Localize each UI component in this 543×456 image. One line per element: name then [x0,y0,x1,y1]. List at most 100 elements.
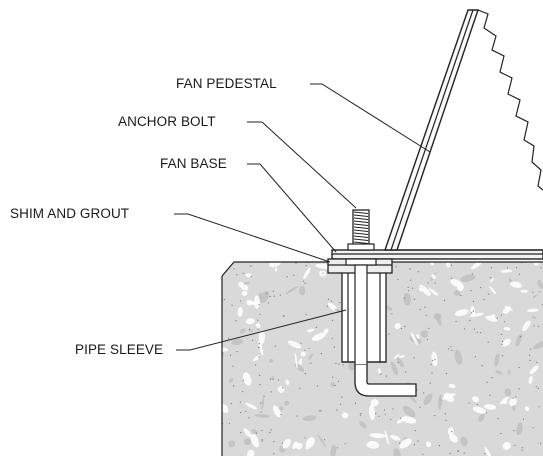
concrete-speck [340,403,342,405]
concrete-speck [428,327,430,329]
concrete-speck [242,379,244,381]
concrete-speck [530,348,532,350]
aggregate-stone [306,328,315,333]
aggregate-stone [243,428,252,437]
concrete-speck [486,381,488,383]
aggregate-stone [300,351,306,357]
concrete-speck [269,431,271,433]
concrete-speck [497,417,499,420]
concrete-speck [411,287,413,289]
concrete-speck [304,349,306,351]
concrete-speck [354,402,357,404]
concrete-speck [419,308,421,310]
aggregate-stone [251,428,258,435]
concrete-speck [470,290,472,292]
aggregate-stone [390,434,401,441]
concrete-speck [269,296,271,298]
concrete-speck [242,272,244,274]
concrete-speck [240,432,242,434]
concrete-speck [518,366,520,369]
concrete-speck [513,430,515,432]
concrete-speck [322,272,324,274]
concrete-speck [339,302,341,304]
concrete-speck [537,325,539,328]
aggregate-stone [460,436,468,447]
aggregate-stone [469,312,485,317]
concrete-speck [335,362,337,364]
concrete-speck [272,290,274,292]
concrete-speck [423,392,425,394]
concrete-speck [230,354,232,357]
concrete-speck [529,359,531,362]
aggregate-stone [533,340,543,350]
aggregate-stone [284,286,299,295]
leader-shim-grout [174,213,331,263]
concrete-speck [286,276,288,278]
concrete-speck [450,264,453,266]
concrete-speck [257,328,259,330]
aggregate-stone [441,393,456,400]
concrete-speck [518,273,521,275]
concrete-speck [481,365,483,367]
aggregate-stone [453,290,461,297]
concrete-speck [430,363,432,365]
concrete-speck [476,331,478,333]
aggregate-stone [431,273,436,279]
concrete-speck [405,371,407,373]
concrete-speck [304,373,306,375]
label-pipe-sleeve: PIPE SLEEVE [75,342,164,357]
aggregate-stone [485,315,498,322]
concrete-speck [300,342,302,344]
concrete-speck [538,406,540,408]
aggregate-stone [403,292,412,306]
aggregate-stone [410,332,418,345]
concrete-speck [500,314,503,316]
concrete-speck [232,365,234,367]
concrete-speck [239,401,241,403]
aggregate-stone [272,405,281,418]
concrete-speck [305,265,307,267]
concrete-speck [451,349,453,352]
concrete-speck [400,327,402,330]
concrete-speck [404,325,406,327]
thread-line [353,214,369,217]
concrete-speck [537,387,539,389]
aggregate-stone [274,266,278,272]
aggregate-stone [228,377,234,383]
concrete-speck [528,354,531,356]
concrete-speck [504,321,506,323]
aggregate-stone [522,320,531,332]
concrete-aggregate [222,262,543,456]
concrete-speck [260,411,262,413]
concrete-speck [293,274,295,276]
thread-line [353,226,369,229]
concrete-speck [233,268,235,270]
aggregate-stone [471,262,483,270]
aggregate-stone [393,448,401,456]
concrete-speck [326,305,328,307]
concrete-speck [281,442,283,444]
aggregate-stone [341,412,349,419]
concrete-speck [417,440,419,442]
anchor-bolt [345,209,417,397]
aggregate-stone [472,406,486,414]
concrete-speck [427,282,429,284]
concrete-speck [259,374,261,376]
aggregate-stone [419,287,423,292]
concrete-speck [269,378,272,380]
aggregate-stone [478,413,485,422]
concrete-speck [500,432,502,435]
concrete-speck [278,379,280,381]
aggregate-stone [502,338,511,347]
concrete-speck [457,450,459,452]
concrete-speck [260,402,262,404]
concrete-speck [342,364,344,366]
concrete-speck [388,333,390,335]
aggregate-stone [450,279,463,288]
aggregate-stone [507,369,511,375]
aggregate-stone [369,433,386,439]
concrete-speck [299,387,301,389]
aggregate-stone [305,437,315,448]
aggregate-stone [454,309,469,317]
